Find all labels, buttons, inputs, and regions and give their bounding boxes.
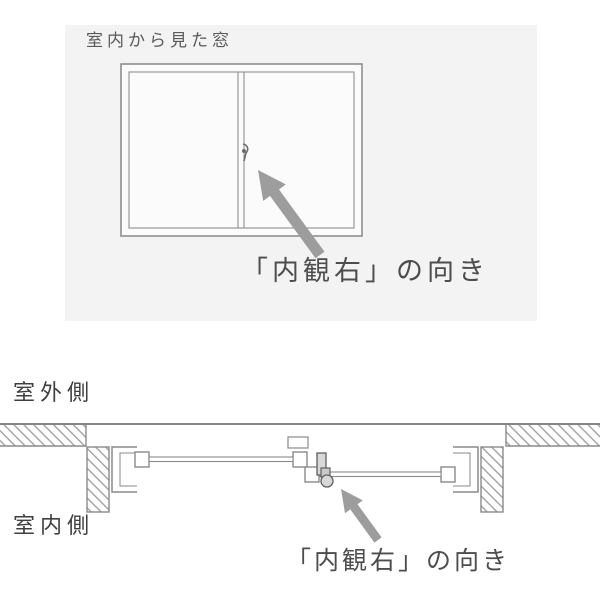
panel-title: 室内から見た窓 (86, 31, 233, 51)
outer-sash-section (134, 436, 309, 468)
crescent-lock-section-icon (316, 452, 334, 488)
frame-jamb-right (453, 446, 479, 493)
window-outer-frame (120, 63, 363, 237)
cross-section-view (0, 423, 600, 543)
frame-jamb-left (111, 446, 137, 493)
direction-arrow-bottom-icon (341, 489, 382, 543)
outside-label: 室外側 (13, 381, 95, 406)
inner-sash-section (304, 466, 456, 483)
interior-view-panel (65, 25, 537, 321)
direction-arrow-top-icon (258, 170, 325, 259)
crescent-lock-elevation-icon (242, 143, 249, 162)
wall-hatch-right (505, 425, 600, 447)
wall-pier-right (480, 446, 504, 513)
wall-pier-left (86, 446, 110, 513)
orientation-caption-top: 「内観右」の向き (241, 256, 489, 287)
orientation-caption-bottom: 「内観右」の向き (286, 546, 511, 575)
wall-hatch-left (0, 425, 87, 447)
interlock-detail (287, 436, 309, 449)
inside-label: 室内側 (13, 514, 95, 539)
window-inner-frame (128, 71, 355, 229)
window-elevation (120, 63, 363, 237)
